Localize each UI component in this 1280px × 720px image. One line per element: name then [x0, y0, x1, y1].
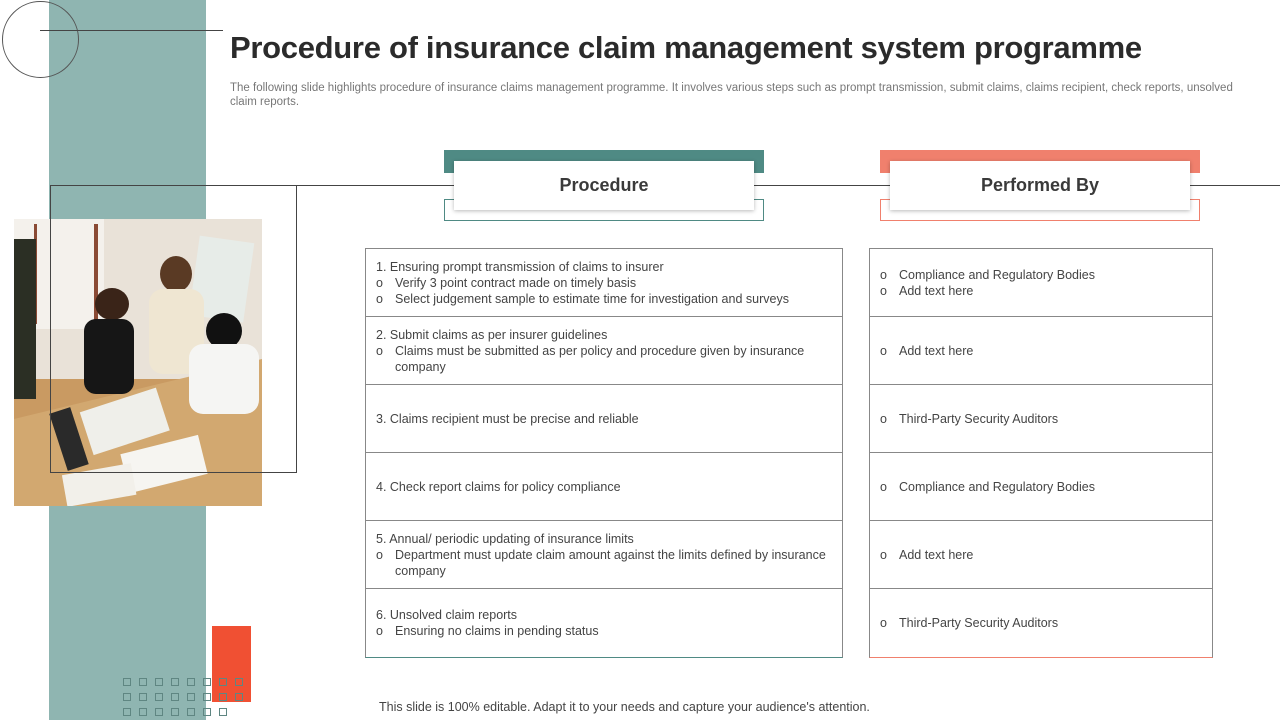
bullet-marker: o [880, 267, 887, 282]
page-subtitle: The following slide highlights procedure… [230, 82, 1233, 108]
bullet-text: Ensuring no claims in pending status [395, 624, 599, 638]
performed-by-row: o Compliance and Regulatory Bodies [870, 453, 1212, 521]
bullet-marker: o [376, 547, 383, 562]
procedure-sub-item: o Department must update claim amount aga… [376, 547, 830, 579]
grid-dot [123, 693, 131, 701]
grid-dot [235, 678, 243, 686]
grid-dot [123, 708, 131, 716]
performed-by-header: Performed By [890, 161, 1190, 210]
procedure-row: 3. Claims recipient must be precise and … [366, 385, 842, 453]
bullet-text: Claims must be submitted as per policy a… [395, 343, 805, 374]
grid-dot [123, 678, 131, 686]
performer-item: o Add text here [880, 283, 1200, 299]
procedure-step-heading: 4. Check report claims for policy compli… [376, 479, 621, 494]
bullet-marker: o [880, 343, 887, 358]
procedure-header: Procedure [454, 161, 754, 210]
performer-item: o Compliance and Regulatory Bodies [880, 479, 1200, 495]
grid-dot [203, 678, 211, 686]
procedure-step-heading: 6. Unsolved claim reports [376, 608, 518, 622]
header-connector-line [283, 185, 1280, 186]
grid-dot [155, 678, 163, 686]
bullet-text: Compliance and Regulatory Bodies [899, 479, 1095, 494]
performed-by-row: o Add text here [870, 317, 1212, 385]
procedure-sub-item: o Ensuring no claims in pending status [376, 623, 830, 639]
performer-item: o Third-Party Security Auditors [880, 411, 1200, 427]
grid-dot [187, 693, 195, 701]
performer-item: o Compliance and Regulatory Bodies [880, 267, 1200, 283]
performed-by-row: o Third-Party Security Auditors [870, 385, 1212, 453]
grid-dot [203, 708, 211, 716]
grid-dot [171, 708, 179, 716]
grid-dot [219, 693, 227, 701]
bullet-marker: o [376, 343, 383, 358]
grid-dot [139, 678, 147, 686]
bullet-marker: o [376, 291, 383, 306]
bullet-text: Add text here [899, 283, 974, 298]
bullet-text: Verify 3 point contract made on timely b… [395, 275, 637, 290]
bullet-text: Department must update claim amount agai… [395, 547, 826, 578]
grid-dot [171, 693, 179, 701]
procedure-step-heading: 2. Submit claims as per insurer guidelin… [376, 327, 608, 342]
procedure-step-heading: 5. Annual/ periodic updating of insuranc… [376, 531, 634, 546]
performer-item: o Add text here [880, 547, 1200, 563]
procedure-row: 1. Ensuring prompt transmission of claim… [366, 249, 842, 317]
bullet-marker: o [376, 275, 383, 290]
procedure-row: 2. Submit claims as per insurer guidelin… [366, 317, 842, 385]
bullet-marker: o [880, 411, 887, 426]
bullet-text: Add text here [899, 547, 974, 562]
performed-by-row: o Add text here [870, 521, 1212, 589]
photo-frame [50, 185, 297, 473]
page-title: Procedure of insurance claim management … [230, 30, 1142, 65]
bullet-text: Compliance and Regulatory Bodies [899, 267, 1095, 282]
grid-dot [171, 678, 179, 686]
grid-dot [219, 708, 227, 716]
grid-dot [187, 678, 195, 686]
procedure-sub-item: o Select judgement sample to estimate tim… [376, 291, 830, 307]
bullet-marker: o [880, 547, 887, 562]
performer-item: o Add text here [880, 343, 1200, 359]
red-accent-block [212, 626, 251, 702]
bullet-text: Third-Party Security Auditors [899, 411, 1059, 426]
team-meeting-photo [14, 219, 262, 506]
procedure-step-heading: 1. Ensuring prompt transmission of claim… [376, 259, 664, 274]
bullet-marker: o [376, 624, 383, 638]
procedure-row: 5. Annual/ periodic updating of insuranc… [366, 521, 842, 589]
bullet-text: Add text here [899, 343, 974, 358]
bullet-marker: o [880, 616, 887, 630]
procedure-row: 4. Check report claims for policy compli… [366, 453, 842, 521]
grid-dot [235, 693, 243, 701]
grid-dot [203, 693, 211, 701]
bullet-marker: o [880, 479, 887, 494]
procedure-sub-item: o Claims must be submitted as per policy … [376, 343, 830, 375]
bullet-text: Third-Party Security Auditors [899, 616, 1059, 630]
bullet-marker: o [880, 283, 887, 298]
bullet-text: Select judgement sample to estimate time… [395, 291, 789, 306]
procedure-sub-item: o Verify 3 point contract made on timely … [376, 275, 830, 291]
dot-grid-decoration [123, 678, 253, 720]
decorative-line-top [40, 30, 223, 31]
decorative-circle [2, 1, 79, 78]
grid-dot [139, 708, 147, 716]
procedure-table: 1. Ensuring prompt transmission of claim… [365, 248, 843, 658]
performed-by-row: o Third-Party Security Auditors [870, 589, 1212, 657]
grid-dot [187, 708, 195, 716]
grid-dot [155, 708, 163, 716]
performer-item: o Third-Party Security Auditors [880, 615, 1200, 631]
footer-note: This slide is 100% editable. Adapt it to… [379, 700, 870, 714]
procedure-row: 6. Unsolved claim reports o Ensuring no cl… [366, 589, 842, 657]
grid-dot [139, 693, 147, 701]
grid-dot [219, 678, 227, 686]
grid-dot [155, 693, 163, 701]
procedure-step-heading: 3. Claims recipient must be precise and … [376, 411, 639, 426]
